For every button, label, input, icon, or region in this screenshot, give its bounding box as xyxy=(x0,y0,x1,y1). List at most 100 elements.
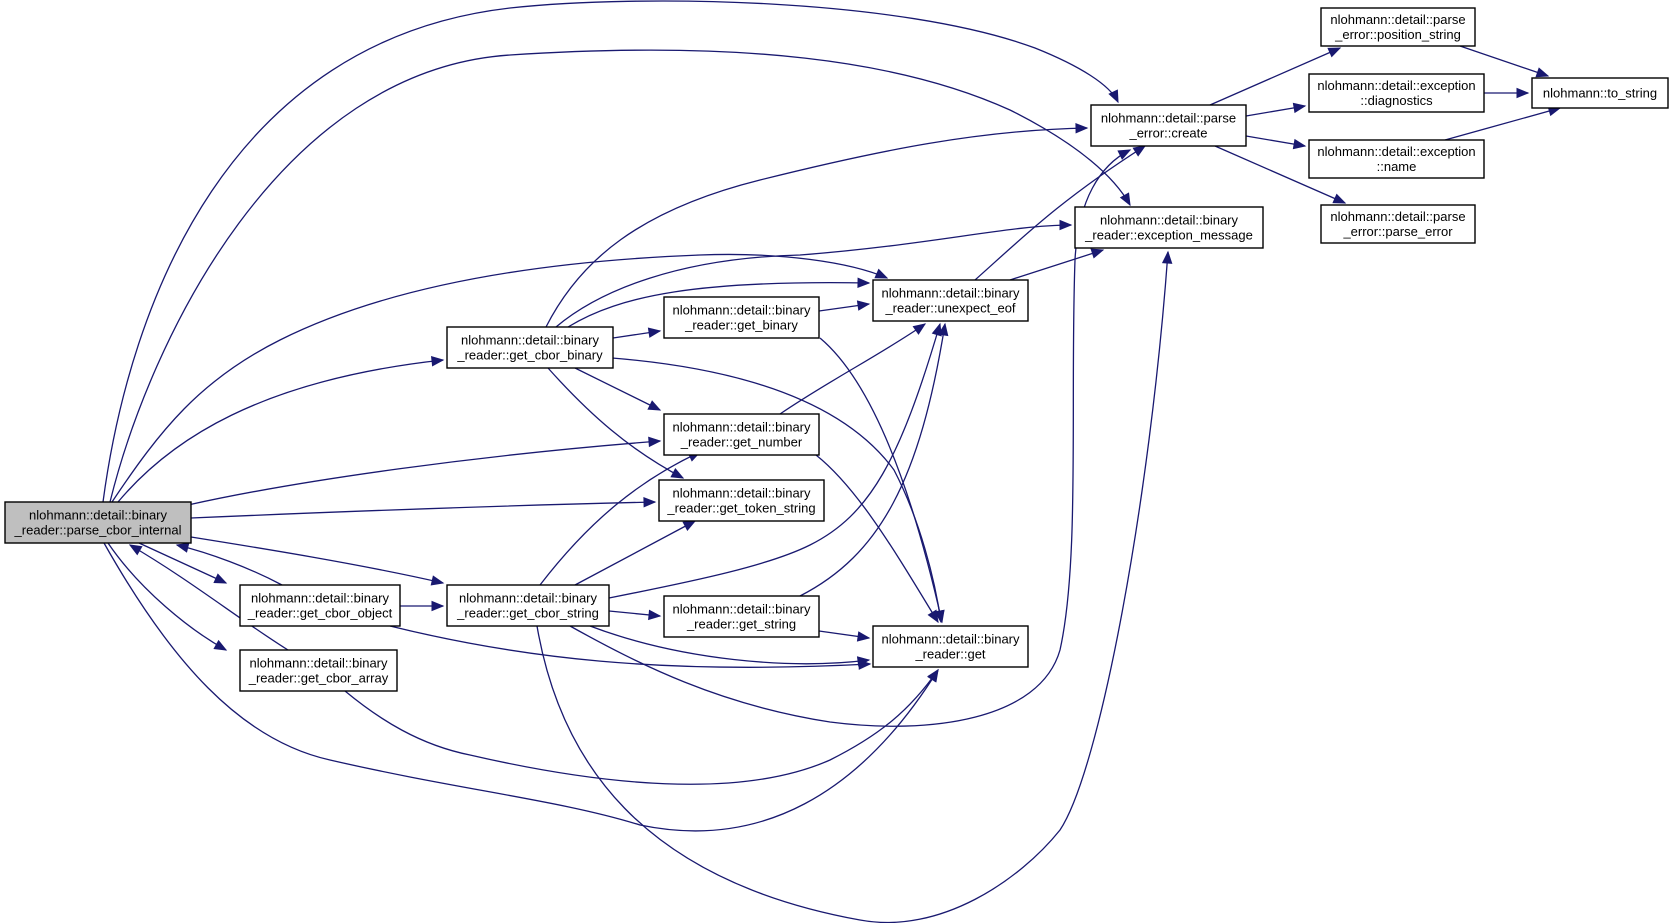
node-get-token-string[interactable]: nlohmann::detail::binary_reader::get_tok… xyxy=(658,479,825,522)
node-unexpect-eof[interactable]: nlohmann::detail::binary_reader::unexpec… xyxy=(872,279,1029,322)
node-label-line: ::diagnostics xyxy=(1360,93,1433,108)
node-label-line: _error::position_string xyxy=(1334,27,1461,42)
edge-line xyxy=(819,337,943,623)
edge-name-to-to_string xyxy=(1444,106,1562,141)
node-position-string[interactable]: nlohmann::detail::parse_error::position_… xyxy=(1320,7,1476,47)
edge-get_cbor_binary-to-unexpect_eof xyxy=(567,277,871,328)
node-box xyxy=(663,413,820,456)
edge-line xyxy=(574,520,696,586)
node-label-line: nlohmann::detail::binary xyxy=(672,486,811,501)
arrowhead-icon xyxy=(1090,248,1105,259)
arrowhead-icon xyxy=(1516,87,1530,99)
edge-line xyxy=(1459,45,1549,77)
arrowhead-icon xyxy=(213,639,228,651)
node-exception-message[interactable]: nlohmann::detail::binary_reader::excepti… xyxy=(1074,206,1264,249)
node-label-line: nlohmann::detail::binary xyxy=(881,286,1020,301)
edge-line xyxy=(176,544,283,586)
edge-get_number-to-unexpect_eof xyxy=(779,323,927,415)
edge-root-to-get_token_string xyxy=(190,497,657,519)
edge-create-to-position_string xyxy=(1209,47,1342,106)
edge-line xyxy=(974,145,1146,281)
edge-line xyxy=(190,501,656,519)
node-get-cbor-binary[interactable]: nlohmann::detail::binary_reader::get_cbo… xyxy=(446,326,614,369)
edge-line xyxy=(1444,107,1561,141)
node-box xyxy=(239,584,401,627)
edge-unexpect_eof-to-exception_message xyxy=(1009,248,1105,281)
edge-line xyxy=(190,536,444,584)
node-label-line: nlohmann::detail::binary xyxy=(672,420,811,435)
edge-line xyxy=(574,367,661,411)
node-get-cbor-string[interactable]: nlohmann::detail::binary_reader::get_cbo… xyxy=(446,584,610,627)
edge-position_string-to-to_string xyxy=(1459,45,1550,78)
node-get[interactable]: nlohmann::detail::binary_reader::get xyxy=(872,625,1029,668)
node-label-line: nlohmann::detail::exception xyxy=(1317,78,1475,93)
node-label-line: nlohmann::detail::parse xyxy=(1330,209,1465,224)
arrowhead-icon xyxy=(1332,193,1347,204)
node-label-line: nlohmann::detail::binary xyxy=(461,333,600,348)
node-label-line: _reader::parse_cbor_internal xyxy=(14,523,182,538)
arrowhead-icon xyxy=(1075,122,1089,134)
edge-create-to-diagnostics xyxy=(1245,102,1307,117)
node-label-line: _reader::get_number xyxy=(680,435,803,450)
edge-get_cbor_object-to-get_cbor_string xyxy=(400,600,445,612)
edge-line xyxy=(569,149,1131,727)
edge-line xyxy=(536,251,1169,923)
node-get-string[interactable]: nlohmann::detail::binary_reader::get_str… xyxy=(663,595,820,638)
edge-diagnostics-to-to_string xyxy=(1484,87,1530,99)
edge-line xyxy=(187,440,661,506)
node-label-line: _reader::get_binary xyxy=(684,318,798,333)
arrowhead-icon xyxy=(1119,192,1131,207)
node-label-line: nlohmann::detail::binary xyxy=(251,591,390,606)
edge-get_cbor_binary-to-get_binary xyxy=(612,327,662,339)
node-get-cbor-object[interactable]: nlohmann::detail::binary_reader::get_cbo… xyxy=(239,584,401,627)
arrowhead-icon xyxy=(128,544,143,556)
edge-create-to-name xyxy=(1245,135,1307,150)
edge-line xyxy=(102,0,1119,503)
node-create[interactable]: nlohmann::detail::parse_error::create xyxy=(1090,104,1247,147)
edge-get_cbor_string-to-unexpect_eof xyxy=(608,322,942,599)
arrowhead-icon xyxy=(927,609,939,624)
node-label-line: _reader::exception_message xyxy=(1084,228,1253,243)
node-label-line: nlohmann::detail::parse xyxy=(1101,111,1236,126)
node-root[interactable]: nlohmann::detail::binary_reader::parse_c… xyxy=(4,501,192,544)
arrowhead-icon xyxy=(648,609,662,621)
node-label-line: nlohmann::detail::parse xyxy=(1330,12,1465,27)
node-box xyxy=(446,584,610,627)
edge-line xyxy=(545,127,1088,328)
node-box xyxy=(872,625,1029,668)
edge-line xyxy=(129,544,289,651)
edge-get_binary-to-get xyxy=(819,337,945,624)
node-box xyxy=(1531,77,1669,109)
node-label-line: ::name xyxy=(1377,159,1417,174)
node-box xyxy=(4,501,192,544)
edge-get_cbor_binary-to-create xyxy=(545,122,1089,328)
node-to-string[interactable]: nlohmann::to_string xyxy=(1531,77,1669,109)
node-label-line: _error::create xyxy=(1128,126,1207,141)
node-get-binary[interactable]: nlohmann::detail::binary_reader::get_bin… xyxy=(663,296,820,339)
edge-root-to-unexpect_eof xyxy=(111,253,889,503)
node-parse-error[interactable]: nlohmann::detail::parse_error::parse_err… xyxy=(1320,204,1476,244)
edge-line xyxy=(111,253,888,503)
arrowhead-icon xyxy=(856,631,871,642)
edge-line xyxy=(1214,145,1346,204)
node-get-number[interactable]: nlohmann::detail::binary_reader::get_num… xyxy=(663,413,820,456)
node-get-cbor-array[interactable]: nlohmann::detail::binary_reader::get_cbo… xyxy=(239,649,398,692)
arrowhead-icon xyxy=(1108,89,1119,104)
arrowhead-icon xyxy=(927,668,939,683)
edge-get_string-to-unexpect_eof xyxy=(799,322,949,597)
edge-root-to-get_cbor_array xyxy=(107,542,228,651)
edge-line xyxy=(779,323,926,415)
node-name[interactable]: nlohmann::detail::exception::name xyxy=(1308,139,1485,179)
node-box xyxy=(239,649,398,692)
node-label-line: nlohmann::detail::binary xyxy=(29,508,168,523)
edge-line xyxy=(555,224,1072,328)
edge-get_number-to-get xyxy=(815,454,939,624)
arrowhead-icon xyxy=(1161,250,1173,264)
edge-line xyxy=(344,669,939,785)
arrowhead-icon xyxy=(1132,145,1147,157)
edge-get_cbor_object-to-root xyxy=(175,542,283,586)
edge-line xyxy=(608,323,941,599)
node-diagnostics[interactable]: nlohmann::detail::exception::diagnostics xyxy=(1308,73,1485,113)
edge-line xyxy=(539,451,701,586)
node-box xyxy=(663,595,820,638)
